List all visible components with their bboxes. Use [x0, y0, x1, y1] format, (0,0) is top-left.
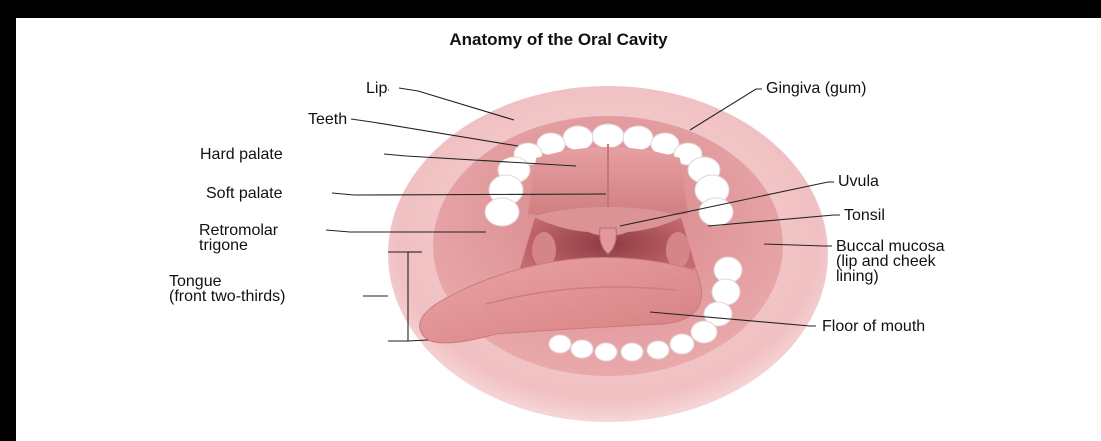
diagram-frame: Anatomy of the Oral Cavity: [16, 18, 1101, 441]
label-retromolar: Retromolar trigone: [199, 223, 278, 253]
label-floor-of-mouth: Floor of mouth: [822, 319, 925, 334]
oral-cavity-illustration: [16, 18, 1101, 441]
label-buccal-mucosa: Buccal mucosa (lip and cheek lining): [836, 239, 945, 284]
label-tonsil: Tonsil: [844, 208, 885, 223]
label-soft-palate: Soft palate: [206, 186, 283, 201]
label-tongue: Tongue (front two-thirds): [169, 274, 285, 304]
label-teeth: Teeth: [308, 112, 347, 127]
label-lip: Lip: [366, 81, 387, 96]
label-uvula: Uvula: [838, 174, 879, 189]
label-hard-palate: Hard palate: [200, 147, 283, 162]
tonsil-right: [666, 232, 690, 268]
label-gingiva: Gingiva (gum): [766, 81, 866, 96]
